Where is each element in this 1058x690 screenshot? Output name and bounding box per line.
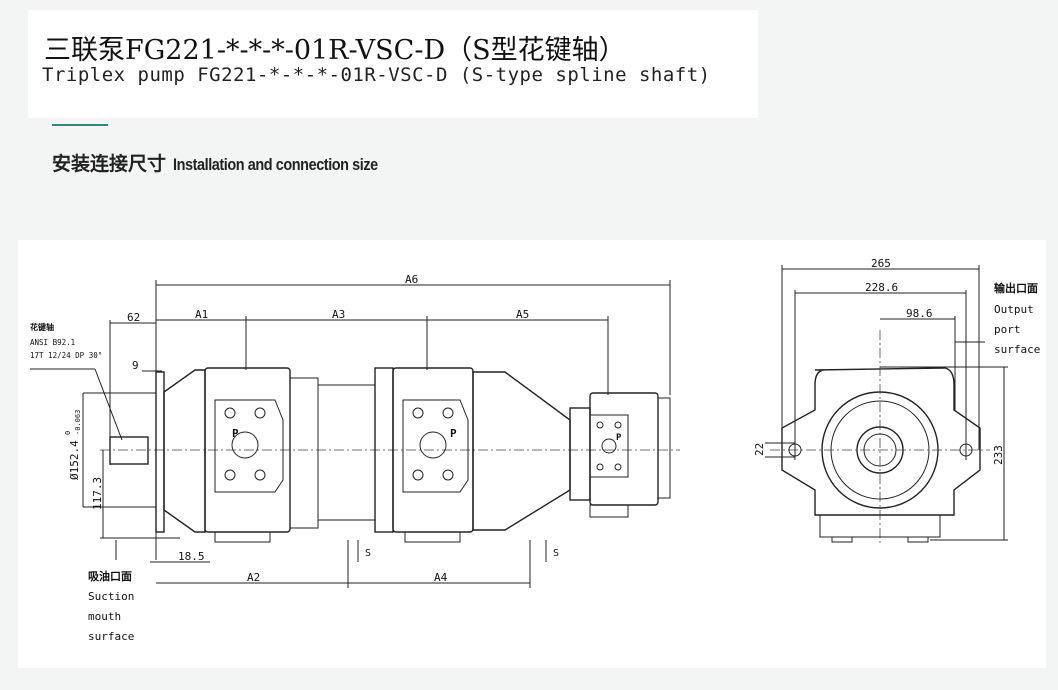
- dim-62: 62: [127, 311, 140, 324]
- suction-label-cn: 吸油口面: [88, 569, 132, 583]
- spline-note-3: 17T 12/24 DP 30°: [30, 351, 102, 360]
- output-label-3: surface: [994, 343, 1040, 356]
- dim-233: 233: [992, 445, 1005, 465]
- dim-tol-upper: 0: [64, 431, 72, 435]
- output-label-1: Output: [994, 303, 1034, 316]
- dim-9: 9: [132, 359, 139, 372]
- dim-22: 22: [753, 443, 766, 456]
- dim-a6: A6: [405, 273, 418, 286]
- section-heading-cn: 安装连接尺寸: [52, 153, 167, 175]
- dim-a3: A3: [332, 308, 345, 321]
- section-mark-s2: S: [553, 548, 559, 559]
- accent-divider: [52, 124, 108, 126]
- dim-117-3: 117.3: [91, 477, 104, 510]
- dim-tol-lower: -0.063: [74, 410, 82, 435]
- section-mark-s1: S: [365, 548, 371, 559]
- section-heading: 安装连接尺寸 Installation and connection size: [52, 149, 414, 176]
- suction-label-2: mouth: [88, 610, 121, 623]
- output-label-2: port: [994, 323, 1021, 336]
- front-view: 265 228.6 98.6 输出口面 Output port surface …: [753, 257, 1040, 545]
- dim-a2: A2: [247, 571, 260, 584]
- title-chinese: 三联泵FG221-*-*-*-01R-VSC-D（S型花键轴）: [44, 35, 626, 66]
- dim-a5: A5: [516, 308, 529, 321]
- dim-a4: A4: [434, 571, 448, 584]
- port-label-2: P: [450, 427, 457, 440]
- title-box: 三联泵FG221-*-*-*-01R-VSC-D（S型花键轴） Triplex …: [28, 10, 758, 118]
- suction-label-1: Suction: [88, 590, 134, 603]
- title-english: Triplex pump FG221-*-*-*-01R-VSC-D (S-ty…: [42, 64, 711, 86]
- dim-152-4: Ø152.4: [68, 440, 81, 480]
- port-label-1: P: [232, 427, 239, 440]
- section-heading-en: Installation and connection size: [172, 155, 378, 174]
- dim-a1: A1: [195, 308, 208, 321]
- dim-98-6: 98.6: [906, 307, 933, 320]
- suction-label-3: surface: [88, 630, 134, 643]
- dim-18-5: 18.5: [178, 550, 205, 563]
- dim-228-6: 228.6: [865, 281, 898, 294]
- side-view: A6 A1 A3 A5 62 9 花键轴 ANSI B92.1 17T 12/2…: [30, 273, 680, 643]
- port-label-3: P: [616, 433, 622, 443]
- spline-note-2: ANSI B92.1: [30, 338, 75, 347]
- dim-265: 265: [871, 257, 891, 270]
- drawing-panel: [18, 240, 1046, 668]
- spline-note-1: 花键轴: [30, 322, 54, 332]
- output-label-cn: 输出口面: [994, 281, 1038, 295]
